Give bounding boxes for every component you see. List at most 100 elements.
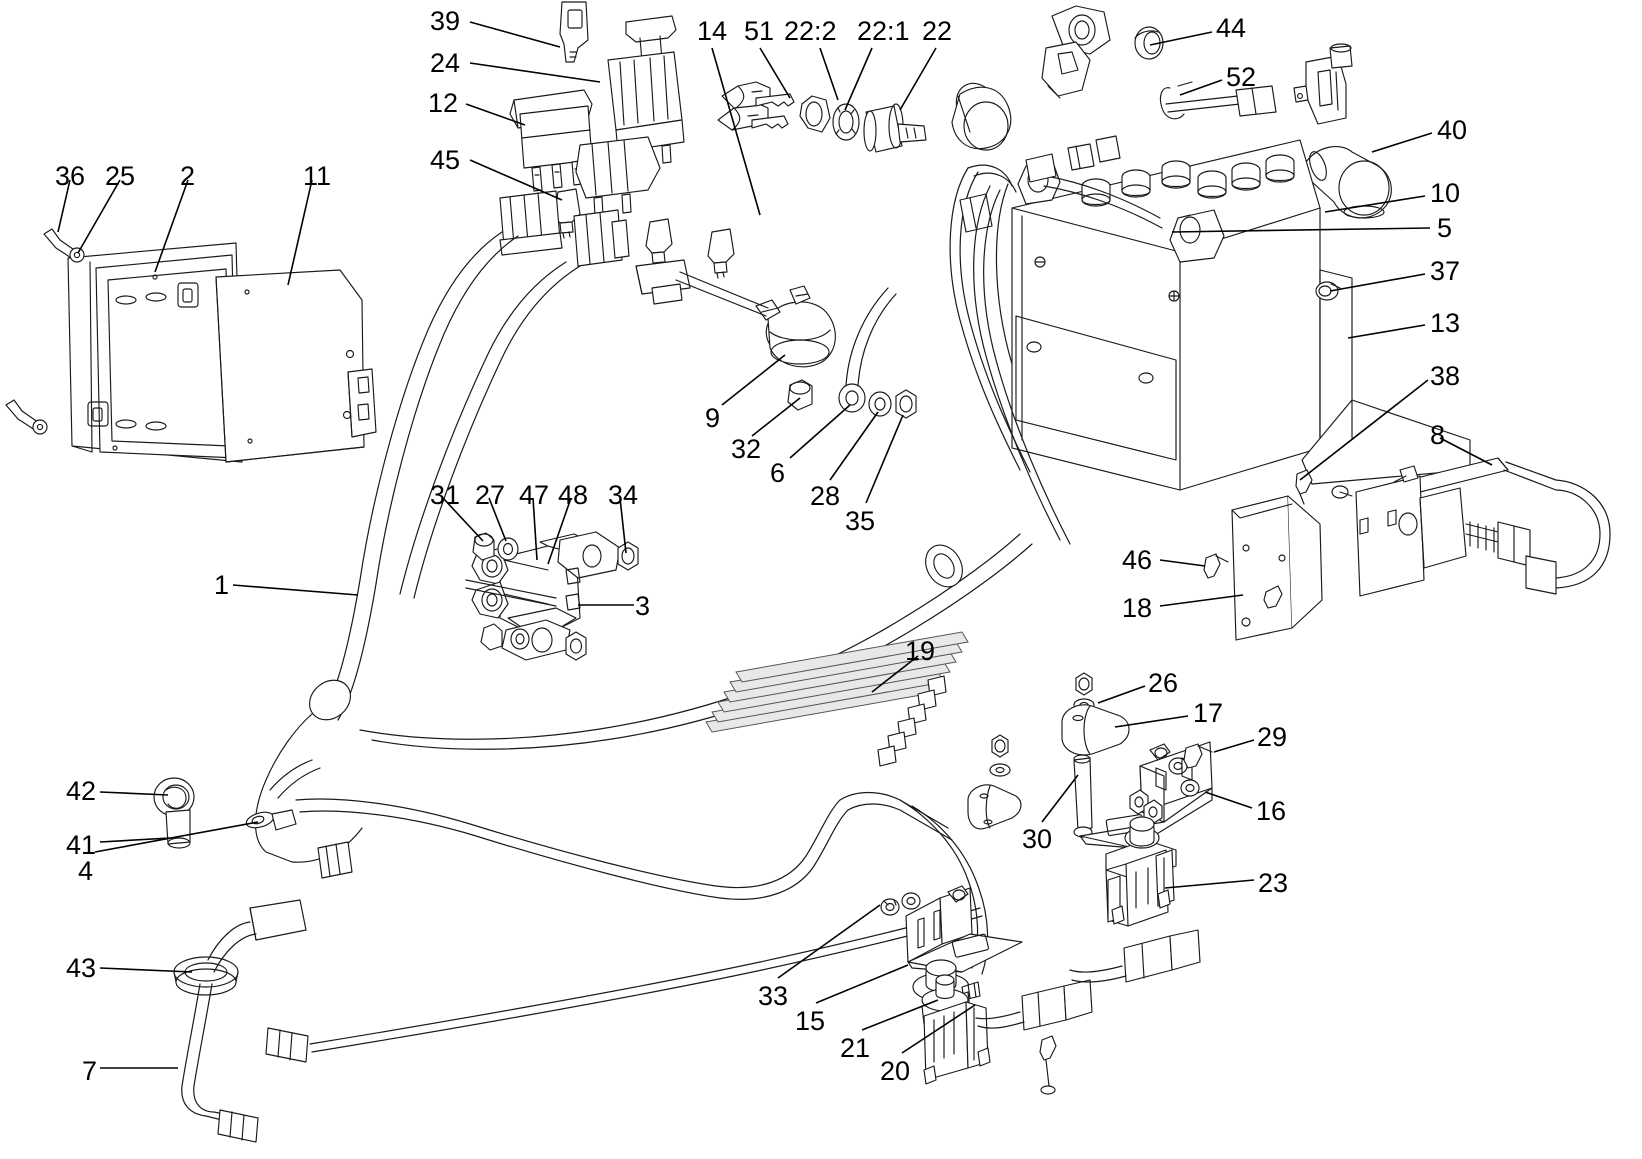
leader-line-22-1 bbox=[844, 47, 873, 111]
part-30-nut-washer-left bbox=[989, 734, 1011, 777]
part-22-1-lock-washer bbox=[832, 103, 860, 141]
leader-line-22-2 bbox=[819, 47, 839, 101]
leader-line-51 bbox=[759, 47, 791, 99]
leader-line-8 bbox=[1439, 437, 1493, 466]
callout-number-6: 6 bbox=[770, 458, 786, 488]
part-15-switch-bracket bbox=[905, 885, 1023, 973]
leader-line-42 bbox=[99, 791, 169, 796]
part-9-horn bbox=[675, 271, 836, 368]
bottom-connector-wire bbox=[265, 907, 983, 1063]
leader-line-44 bbox=[1149, 31, 1213, 46]
leader-line-2 bbox=[154, 179, 189, 273]
callout-number-16: 16 bbox=[1256, 796, 1287, 826]
leader-line-40 bbox=[1371, 132, 1433, 153]
leader-line-18 bbox=[1159, 594, 1244, 607]
callout-number-40: 40 bbox=[1437, 115, 1468, 145]
part-17-spacer-cap bbox=[1061, 704, 1130, 756]
leader-line-1 bbox=[232, 584, 359, 596]
part-45-bulb-3 bbox=[707, 228, 735, 279]
part-45-bulb-1 bbox=[553, 188, 581, 239]
callout-number-47: 47 bbox=[519, 480, 550, 510]
callout-number-3: 3 bbox=[635, 591, 651, 621]
callout-number-20: 20 bbox=[880, 1056, 911, 1086]
callout-number-17: 17 bbox=[1193, 698, 1224, 728]
callout-number-27: 27 bbox=[475, 480, 506, 510]
part-11-cover-panel bbox=[215, 269, 377, 463]
leader-line-6 bbox=[789, 404, 851, 459]
part-28-washer bbox=[868, 391, 892, 417]
leader-line-20 bbox=[901, 1004, 976, 1054]
callout-number-26: 26 bbox=[1148, 668, 1179, 698]
leader-line-45 bbox=[469, 159, 563, 201]
leader-line-47 bbox=[532, 497, 538, 561]
fuse-block-lower-hardware bbox=[480, 623, 587, 661]
callout-leader-lines bbox=[57, 21, 1493, 1069]
leader-line-4 bbox=[94, 821, 259, 853]
callout-number-19: 19 bbox=[905, 636, 936, 666]
leader-line-24 bbox=[469, 62, 601, 83]
part-33-lock-washer bbox=[880, 898, 900, 916]
leader-line-48 bbox=[547, 497, 572, 565]
battery-cable-loops bbox=[949, 153, 1071, 545]
callout-number-24: 24 bbox=[430, 48, 461, 78]
callout-number-35: 35 bbox=[845, 506, 876, 536]
leader-line-12 bbox=[465, 103, 526, 126]
part-14-switch-boot bbox=[575, 136, 661, 217]
callout-number-29: 29 bbox=[1257, 722, 1288, 752]
leader-line-46 bbox=[1159, 559, 1206, 567]
leader-line-10 bbox=[1324, 195, 1426, 213]
callout-number-34: 34 bbox=[608, 480, 639, 510]
part-46-screw bbox=[1203, 553, 1229, 579]
part-51-keys bbox=[717, 81, 795, 131]
callout-number-22: 22 bbox=[922, 16, 953, 46]
part-25-washer-lower bbox=[32, 419, 48, 435]
leader-line-25 bbox=[77, 179, 121, 254]
harness-connector-b bbox=[573, 209, 630, 267]
callout-number-21: 21 bbox=[840, 1033, 871, 1063]
callout-number-46: 46 bbox=[1122, 545, 1153, 575]
part-33-flat-washer bbox=[901, 892, 921, 910]
part-40-boot-left bbox=[951, 82, 1012, 151]
part-6-ring-terminal bbox=[838, 287, 897, 413]
callout-number-37: 37 bbox=[1430, 256, 1461, 286]
part-12-rocker-switch bbox=[509, 89, 593, 192]
leader-line-15 bbox=[815, 964, 909, 1004]
callout-number-31: 31 bbox=[430, 480, 461, 510]
part-43-grommet bbox=[173, 956, 239, 996]
callout-number-2: 2 bbox=[180, 161, 196, 191]
leader-line-9 bbox=[721, 354, 786, 406]
solenoid-assembly-right bbox=[1331, 461, 1611, 597]
callout-number-30: 30 bbox=[1022, 824, 1053, 854]
callout-number-39: 39 bbox=[430, 6, 461, 36]
part-19-cable-ties bbox=[705, 631, 969, 767]
accessory-bracket-top bbox=[1041, 5, 1111, 99]
leader-line-35 bbox=[865, 414, 904, 504]
part-4-ground-ring bbox=[245, 809, 297, 831]
accessory-sensor-top-right bbox=[1293, 43, 1353, 125]
callout-number-18: 18 bbox=[1122, 593, 1153, 623]
leader-line-36 bbox=[57, 179, 71, 233]
leader-line-13 bbox=[1347, 324, 1426, 339]
callout-number-15: 15 bbox=[795, 1006, 826, 1036]
part-35-nut bbox=[895, 389, 917, 419]
part-45-bulb-2 bbox=[645, 218, 673, 269]
leader-line-37 bbox=[1329, 273, 1426, 292]
leader-line-52 bbox=[1179, 79, 1223, 96]
part-38-screw bbox=[1295, 469, 1313, 505]
part-37-knob bbox=[1315, 281, 1341, 301]
callout-number-33: 33 bbox=[758, 981, 789, 1011]
part-7-ground-lead bbox=[181, 899, 307, 1143]
callout-number-22-2: 22:2 bbox=[784, 16, 837, 46]
callout-number-41: 41 bbox=[66, 830, 97, 860]
callout-number-45: 45 bbox=[430, 145, 461, 175]
harness-connector-c bbox=[635, 259, 691, 305]
battery-cell-caps bbox=[1081, 154, 1295, 207]
leader-line-19 bbox=[871, 655, 919, 693]
leader-line-23 bbox=[1164, 879, 1255, 889]
callout-number-5: 5 bbox=[1437, 213, 1453, 243]
part-52-clamp-lead bbox=[1159, 81, 1277, 120]
leader-line-34 bbox=[619, 497, 627, 554]
part-44-grommet bbox=[1134, 26, 1164, 60]
